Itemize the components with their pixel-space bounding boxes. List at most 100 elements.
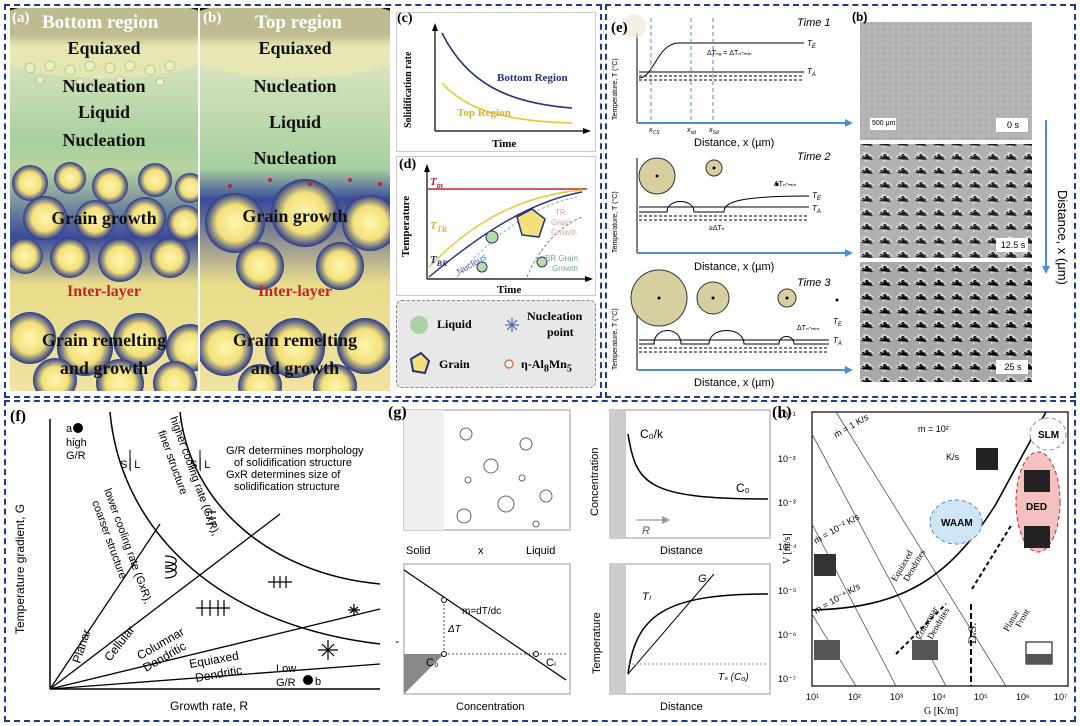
svg-text:Growth: Growth — [552, 264, 578, 273]
panel-a-liquid: Liquid — [77, 102, 131, 122]
svg-text:Temperature: Temperature — [591, 612, 603, 674]
svg-text:Concentration: Concentration — [589, 448, 601, 517]
svg-text:Distance, x (µm): Distance, x (µm) — [694, 137, 774, 149]
svg-text:GxR determines size of: GxR determines size of — [226, 469, 341, 481]
panel-a-grain-growth: Grain growth — [51, 208, 157, 228]
svg-text:Tₗ: Tₗ — [642, 591, 652, 603]
svg-text:C₀/k: C₀/k — [640, 427, 664, 441]
svg-text:Tm: Tm — [430, 176, 443, 190]
panel-e-tag: (e) — [611, 20, 628, 36]
panel-eb-micrographs: 500 μm 0 s 12.5 s 25 s Distance, x (μm) … — [852, 10, 1073, 395]
panel-d-xlabel: Time — [497, 284, 521, 296]
micrograph-scale: 500 μm — [872, 120, 896, 127]
svg-text:Temperature: Temperature — [396, 602, 399, 664]
svg-text:high: high — [66, 437, 87, 449]
svg-text:Distance, x (µm): Distance, x (µm) — [694, 377, 774, 389]
legend-nucleation: Nucleation — [527, 309, 583, 323]
panel-b-grain-growth: Grain growth — [242, 206, 348, 226]
svg-text:G/R determines morphology: G/R determines morphology — [226, 445, 364, 457]
time2-plot: Temperature, T (°C) ΔTₙ-ₘᵢₙ ≥ΔTₙ TE TA D… — [611, 151, 853, 273]
svg-text:Tₛ (C₀): Tₛ (C₀) — [718, 672, 749, 683]
legend-liquid: Liquid — [437, 317, 472, 331]
panel-b-remelting-1: Grain remelting — [232, 330, 358, 350]
svg-text:Temperature, T (°C): Temperature, T (°C) — [611, 58, 619, 120]
micrograph-time-0: 0 s — [1006, 120, 1019, 130]
svg-text:ṁ = 10²: ṁ = 10² — [918, 424, 949, 434]
svg-text:BR Grain: BR Grain — [545, 254, 578, 263]
panel-a-inter-layer: Inter-layer — [66, 283, 142, 300]
svg-text:Temperature gradient, G: Temperature gradient, G — [13, 504, 27, 634]
svg-text:xsd: xsd — [686, 127, 696, 136]
svg-text:Distance, x (µm): Distance, x (µm) — [694, 261, 774, 273]
legend-phase: η-Al8Mn5 — [521, 357, 572, 375]
panel-b-remelting-2: and growth — [250, 358, 340, 378]
micrograph-time-1: 12.5 s — [1000, 240, 1026, 250]
svg-text:xSd: xSd — [708, 127, 719, 136]
panel-b-nucleation-1: Nucleation — [253, 76, 337, 96]
svg-text:TBR: TBR — [430, 254, 448, 268]
svg-text:10³: 10³ — [890, 692, 903, 702]
time1-plot: Temperature, T (°C) ΔTₙₐ = ΔTₙ-ₘᵢₙ TE TA… — [611, 14, 853, 149]
legend-point: point — [547, 325, 574, 339]
legend-box: Liquid Nucleation point Grain η-Al8Mn5 — [396, 300, 596, 388]
svg-text:Distance: Distance — [660, 545, 703, 557]
svg-text:10⁻¹: 10⁻¹ — [778, 410, 796, 420]
svg-text:SLM: SLM — [1038, 430, 1059, 441]
panel-a-equiaxed: Equiaxed — [67, 38, 141, 58]
svg-text:10⁻⁴: 10⁻⁴ — [778, 542, 797, 552]
svg-text:Temperature, T (°C): Temperature, T (°C) — [611, 191, 619, 253]
top-left-frame — [4, 4, 602, 398]
svg-text:xCS: xCS — [648, 127, 660, 136]
svg-text:D.S.: D.S. — [965, 623, 979, 644]
top-right-frame — [605, 4, 1076, 398]
panel-h-tag: (h) — [772, 404, 792, 421]
svg-text:ΔTₙₐ = ΔTₙ-ₘᵢₙ: ΔTₙₐ = ΔTₙ-ₘᵢₙ — [707, 50, 752, 57]
svg-text:x: x — [478, 545, 484, 557]
svg-text:K/s: K/s — [946, 452, 960, 462]
svg-text:TA: TA — [807, 67, 816, 78]
svg-text:10⁻⁶: 10⁻⁶ — [778, 630, 797, 640]
panel-d-ylabel: Temperature — [400, 196, 412, 257]
panel-a-nucleation-1: Nucleation — [62, 76, 146, 96]
panel-a-bottom-region — [10, 8, 198, 391]
svg-text:R: R — [642, 525, 650, 537]
svg-text:S│L: S│L — [190, 457, 210, 472]
panel-eb-tag: (b) — [852, 10, 868, 24]
svg-text:Time 3: Time 3 — [797, 277, 831, 289]
svg-text:DED: DED — [1026, 502, 1047, 513]
legend-grain: Grain — [439, 357, 470, 371]
svg-text:ΔTₙ-ₘᵢₙ: ΔTₙ-ₘᵢₙ — [774, 181, 797, 188]
svg-text:G/R: G/R — [66, 450, 86, 462]
panel-a-nucleation-2: Nucleation — [62, 130, 146, 150]
svg-text:of solidification structure: of solidification structure — [234, 457, 352, 469]
svg-text:C₀: C₀ — [426, 657, 439, 669]
svg-text:Cₗ: Cₗ — [546, 657, 556, 669]
panel-f-solidification-map: Temperature gradient, G Growth rate, R a… — [10, 404, 388, 720]
panel-a-tag: (a) — [12, 10, 30, 26]
micrograph-axis-label: Distance, x (μm) — [1055, 190, 1070, 285]
panel-b-inter-layer: Inter-layer — [257, 283, 333, 300]
panel-a-remelting-2: and growth — [59, 358, 149, 378]
svg-text:TA: TA — [812, 204, 821, 215]
panel-e-temperature-profiles: Temperature, T (°C) ΔTₙₐ = ΔTₙ-ₘᵢₙ TE TA… — [609, 8, 853, 393]
svg-text:≥ΔTₙ: ≥ΔTₙ — [709, 225, 725, 232]
panel-b-nucleation-2: Nucleation — [253, 148, 337, 168]
panel-b-title: Top region — [255, 12, 343, 33]
svg-text:G: G — [698, 573, 707, 585]
svg-text:ΔT: ΔT — [447, 624, 462, 635]
svg-text:TE: TE — [807, 39, 817, 50]
svg-text:TR: TR — [555, 208, 566, 217]
svg-text:WAAM: WAAM — [941, 518, 973, 529]
svg-text:G/R: G/R — [276, 677, 296, 689]
svg-text:Growth: Growth — [551, 228, 577, 237]
panel-c-tag: (c) — [397, 11, 413, 26]
panel-c-xlabel: Time — [492, 138, 516, 150]
panel-b-liquid: Liquid — [268, 112, 322, 132]
svg-text:TA: TA — [833, 336, 842, 347]
svg-text:Time 1: Time 1 — [797, 17, 831, 29]
panel-h-processing-map: 10⁻¹ 10⁻² 10⁻³ 10⁻⁴ 10⁻⁵ 10⁻⁶ 10⁻⁷ 10¹ 1… — [772, 404, 1074, 720]
svg-text:10⁻²: 10⁻² — [778, 454, 796, 464]
svg-text:Growth rate, R: Growth rate, R — [170, 699, 248, 713]
svg-text:Cellular: Cellular — [101, 623, 137, 664]
svg-text:G [K/m]: G [K/m] — [924, 706, 958, 717]
